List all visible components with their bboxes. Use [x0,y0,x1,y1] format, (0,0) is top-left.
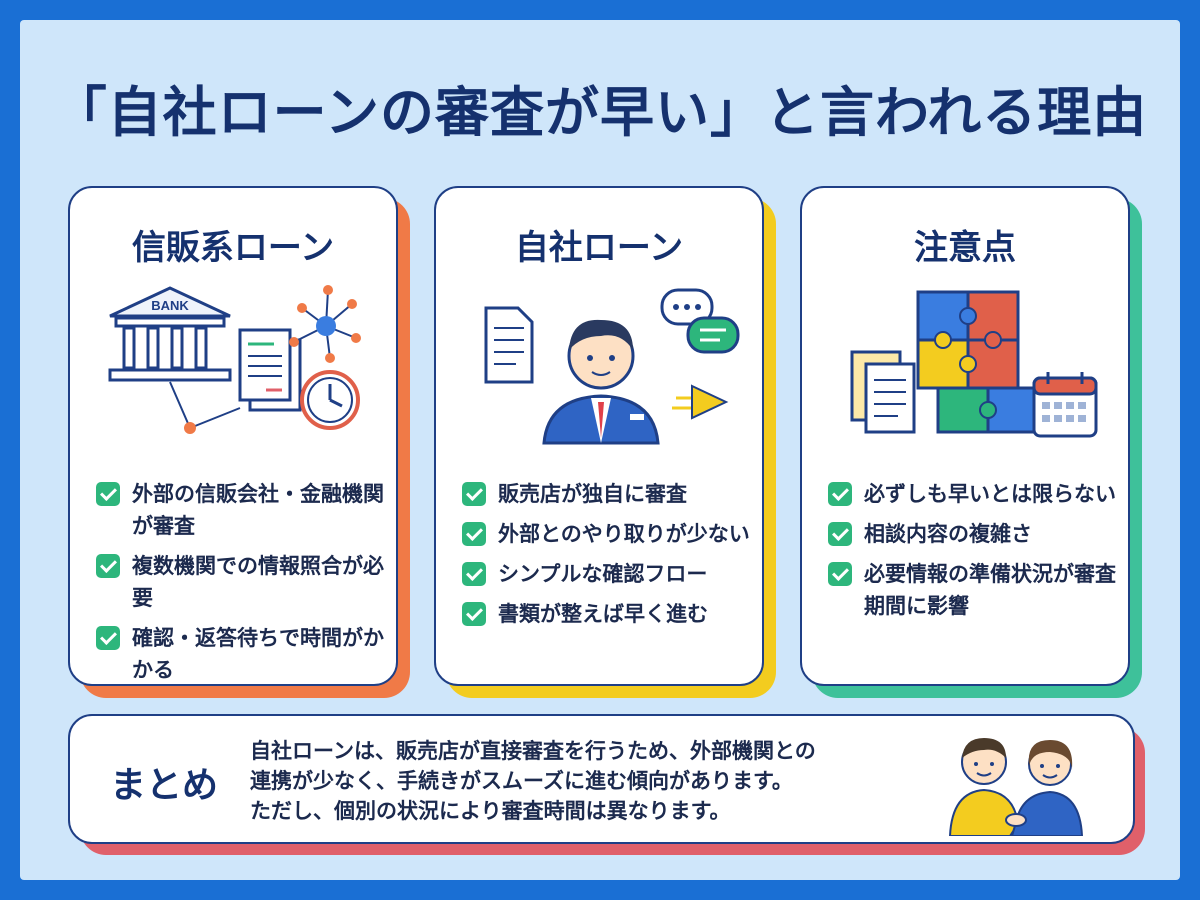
list-item: 書類が整えば早く進む [462,598,752,630]
bullet-list: 外部の信販会社・金融機関が審査 複数機関での情報照合が必要 確認・返答待ちで時間… [96,478,386,694]
card-body: 注意点 [800,186,1130,686]
check-icon [462,522,486,546]
list-item: 確認・返答待ちで時間がかかる [96,622,386,686]
check-icon [828,482,852,506]
document-stack-icon [850,350,916,434]
card-title: 自社ローン [514,228,684,268]
check-icon [96,482,120,506]
network-icon [289,285,361,363]
page-title: 「自社ローンの審査が早い」と言われる理由 [52,81,1148,144]
card-title: 注意点 [914,228,1016,268]
summary-line: 自社ローンは、販売店が直接審査を行うため、外部機関との [250,739,816,763]
bullet-list: 必ずしも早いとは限らない 相談内容の複雑さ 必要情報の準備状況が審査期間に影響 [828,478,1118,630]
card-shinpan-loan: 信販系ローン BANK [68,186,410,698]
list-item: 販売店が独自に審査 [462,478,752,510]
staff-person-icon [542,319,660,445]
handshake-icon [948,738,1084,836]
chat-bubbles-icon [660,288,740,354]
bank-label: BANK [151,298,189,313]
list-item: 必ずしも早いとは限らない [828,478,1118,510]
summary-label: まとめ [110,765,219,806]
document-stack-icon [238,328,302,412]
clock-icon [300,370,360,430]
card-body: 自社ローン [434,186,764,686]
card-title: 信販系ローン [131,228,335,268]
calendar-icon [1032,372,1098,438]
list-item: 外部の信販会社・金融機関が審査 [96,478,386,542]
check-icon [462,562,486,586]
card-body: 信販系ローン BANK [68,186,398,686]
card-jisha-loan: 自社ローン [434,186,776,698]
man-figure [948,738,1020,836]
summary-box: まとめ 自社ローンは、販売店が直接審査を行うため、外部機関との 連携が少なく、手… [68,714,1135,844]
list-item: 必要情報の準備状況が審査期間に影響 [828,558,1118,622]
woman-figure [1010,740,1084,836]
check-icon [462,482,486,506]
list-item: 外部とのやり取りが少ない [462,518,752,550]
bank-icon: BANK [108,286,232,382]
check-icon [462,602,486,626]
list-item: 複数機関での情報照合が必要 [96,550,386,614]
check-icon [96,626,120,650]
list-item: 相談内容の複雑さ [828,518,1118,550]
summary-line: 連携が少なく、手続きがスムーズに進む傾向があります。 [250,769,793,793]
check-icon [828,562,852,586]
staff-illustration [484,288,740,445]
bank-network-illustration: BANK [108,285,361,434]
check-icon [828,522,852,546]
bullet-list: 販売店が独自に審査 外部とのやり取りが少ない シンプルな確認フロー 書類が整えば… [462,478,752,638]
summary-line: ただし、個別の状況により審査時間は異なります。 [250,799,731,823]
document-icon [484,306,534,384]
card-cautions: 注意点 [800,186,1142,698]
puzzle-icon [916,290,1036,434]
summary-text: 自社ローンは、販売店が直接審査を行うため、外部機関との 連携が少なく、手続きがス… [250,736,930,826]
puzzle-illustration [850,290,1098,438]
list-item: シンプルな確認フロー [462,558,752,590]
arrow-right-icon [672,384,729,420]
check-icon [96,554,120,578]
